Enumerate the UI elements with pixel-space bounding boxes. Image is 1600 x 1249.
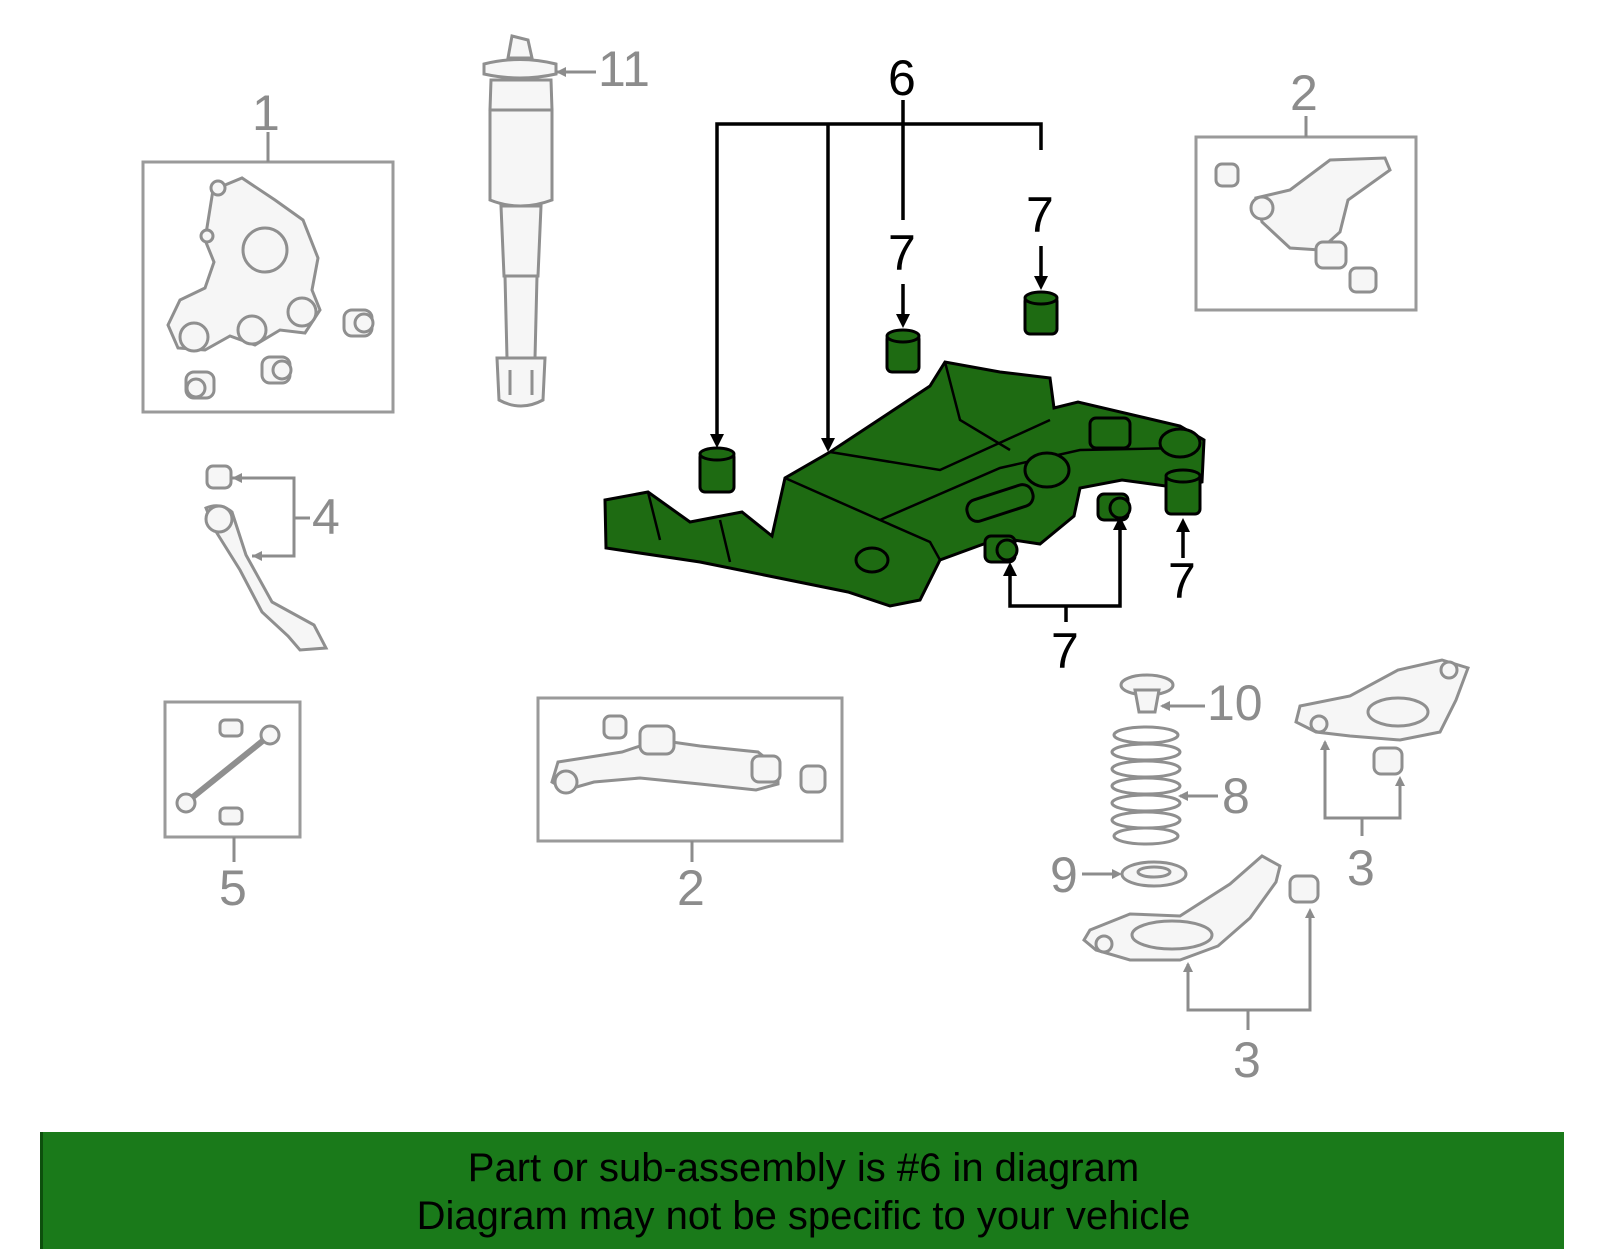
strut-illustration	[482, 58, 558, 80]
part-4-link-group[interactable]: 4	[204, 464, 340, 652]
part-2-lower-arm-group[interactable]: 2	[536, 696, 844, 916]
part-5-link-group[interactable]: 5	[163, 700, 302, 916]
callout-9: 9	[1050, 847, 1078, 903]
part-6-crossmember-group[interactable]	[603, 360, 1206, 608]
part-3-arm-bottom-group[interactable]: 3	[1082, 854, 1320, 1088]
banner-line-1: Part or sub-assembly is #6 in diagram	[467, 1146, 1140, 1190]
banner-line-2: Diagram may not be specific to your vehi…	[416, 1194, 1191, 1238]
bushing-upper-center	[885, 328, 921, 374]
callout-4: 4	[312, 489, 340, 545]
callout-10: 10	[1207, 675, 1263, 731]
callout-5: 5	[219, 860, 247, 916]
spring-assembly-group[interactable]: 10 8 9	[1050, 673, 1263, 903]
bushing-right	[1164, 468, 1202, 516]
callout-11: 11	[598, 41, 650, 97]
part-2-upper-arm-group[interactable]: 2	[1194, 65, 1418, 312]
callout-7-lower: 7	[1051, 623, 1079, 679]
callout-6-leaders: 6	[710, 50, 1043, 452]
callout-7-upper-right: 7	[1026, 187, 1054, 243]
part-1-bushings	[184, 308, 375, 400]
part-2-box-bottom	[536, 696, 844, 843]
coil-spring	[1110, 725, 1182, 846]
callout-2-top: 2	[1290, 65, 1318, 121]
bushing-lower-a	[983, 534, 1019, 564]
bushing-left	[698, 446, 736, 494]
upper-arm-illustration	[1254, 156, 1392, 252]
info-banner: Part or sub-assembly is #6 in diagram Di…	[40, 1132, 1564, 1249]
callout-8: 8	[1222, 768, 1250, 824]
callout-7-right: 7	[1168, 553, 1196, 609]
callout-3-right: 3	[1347, 840, 1375, 896]
part-1-knuckle-group[interactable]: 1	[141, 85, 395, 414]
bushing-lower-b	[1096, 492, 1132, 522]
callout-7-center: 7	[888, 225, 916, 281]
part-3-arm-right-group[interactable]: 3	[1294, 658, 1470, 896]
crossmember-illustration	[603, 360, 1206, 608]
part-11-strut-group[interactable]: 11	[482, 34, 650, 408]
callout-1: 1	[252, 85, 280, 141]
bushing-upper-right	[1023, 290, 1059, 336]
callout-6: 6	[888, 50, 916, 106]
callout-7-leaders: 7 7 7 7	[888, 187, 1196, 679]
parts-diagram: 1 11	[141, 34, 1470, 1088]
part-7-bushings-group[interactable]	[698, 290, 1202, 564]
callout-2-bottom: 2	[677, 860, 705, 916]
callout-3-bottom: 3	[1233, 1032, 1261, 1088]
